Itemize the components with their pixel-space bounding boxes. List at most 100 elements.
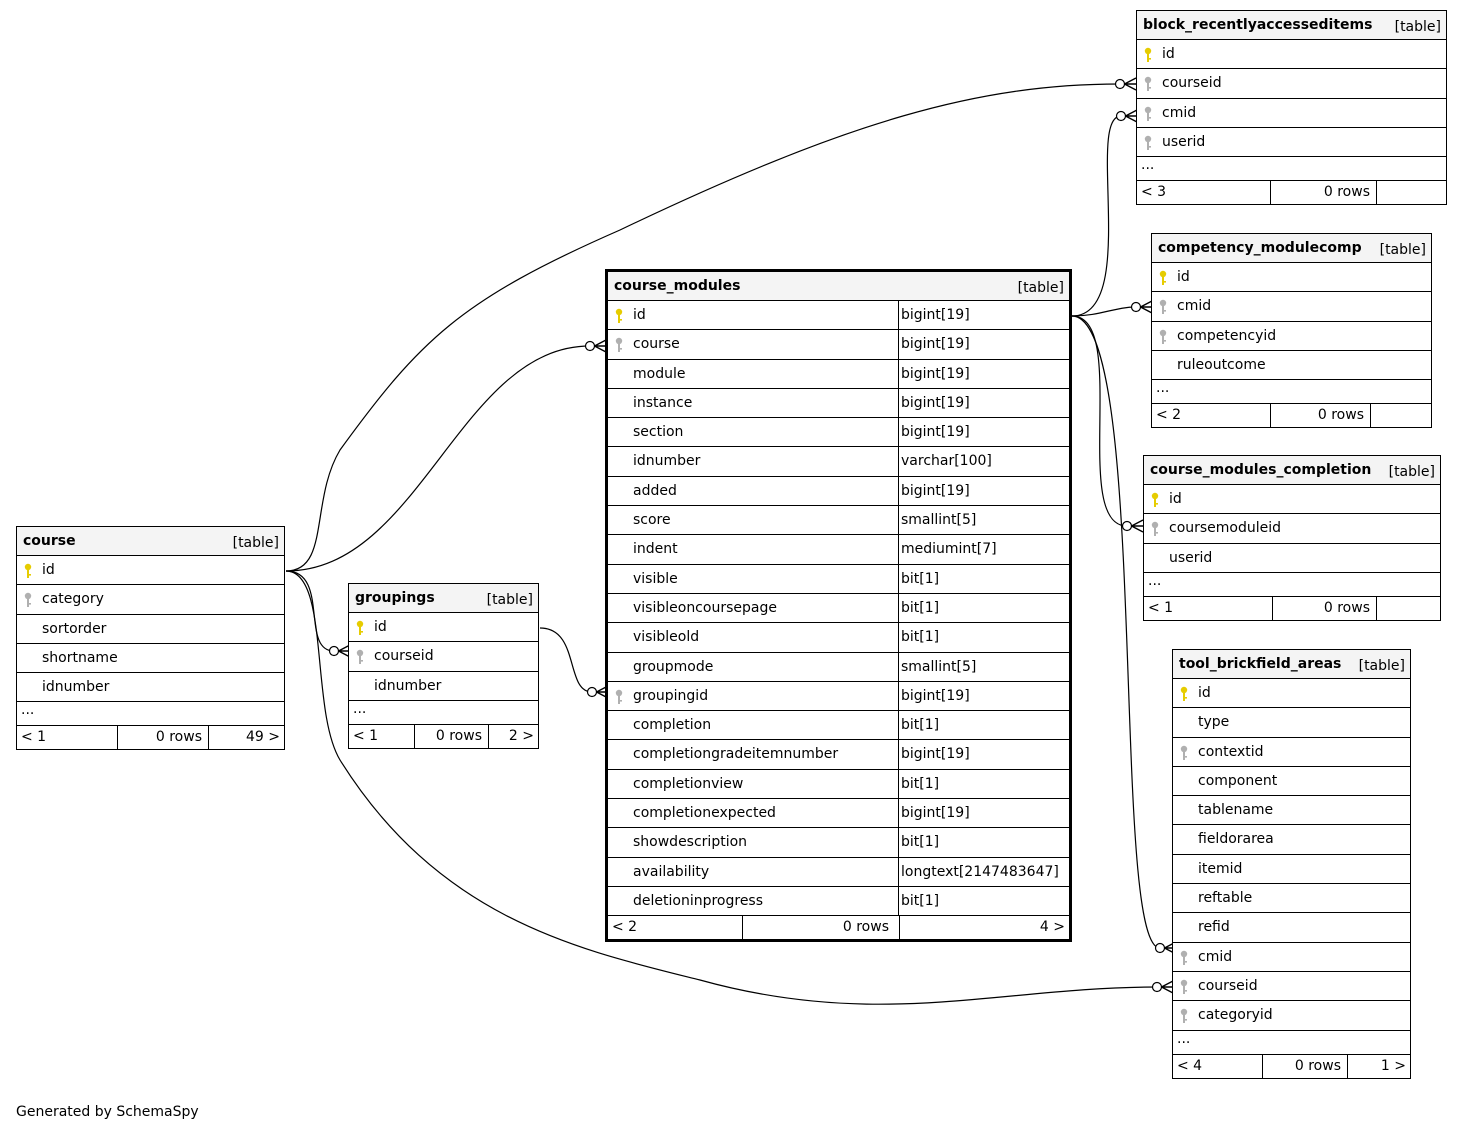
parents-link[interactable]: < 2 [1156,407,1182,424]
primary-key-icon [1151,492,1159,507]
footer-divider [1270,181,1271,205]
column-row[interactable]: cmid [1173,943,1410,972]
parents-link[interactable]: < 1 [21,729,47,746]
foreign-key-icon [1144,135,1152,150]
parents-link[interactable]: < 3 [1141,184,1167,201]
column-divider [898,740,899,770]
column-row[interactable]: component [1173,767,1410,797]
column-row[interactable]: id [1144,485,1440,515]
table-name: course_modules [614,278,741,294]
row-count: 0 rows [1323,599,1370,616]
children-link[interactable]: 2 > [508,727,534,744]
children-link[interactable]: 4 > [1039,919,1065,936]
parents-link[interactable]: < 4 [1177,1057,1203,1074]
parents-link[interactable]: < 2 [612,919,638,936]
column-row[interactable]: courseid [1137,69,1446,99]
column-row[interactable]: category [17,585,284,615]
more-columns: ... [1137,157,1446,182]
relationship-edge [1071,315,1128,527]
column-row[interactable]: userid [1137,128,1446,158]
column-row[interactable]: type [1173,708,1410,738]
table-header[interactable]: course_modules[table] [608,272,1069,301]
column-divider [898,447,899,477]
column-row[interactable]: id [349,613,538,643]
column-row[interactable]: tablename [1173,796,1410,826]
column-row[interactable]: id [1152,263,1431,293]
column-divider [898,593,899,624]
column-row[interactable]: categoryid [1173,1001,1410,1031]
column-row[interactable]: cmid [1152,292,1431,322]
column-row[interactable]: itemid [1173,855,1410,885]
table-header[interactable]: course[table] [17,527,284,556]
column-row[interactable]: cmid [1137,99,1446,128]
footer-divider [1347,1054,1348,1078]
children-link[interactable]: 1 > [1380,1057,1406,1074]
column-row[interactable]: courseid [349,642,538,672]
table-name: block_recentlyaccesseditems [1143,17,1373,33]
column-name: userid [1162,133,1206,150]
column-row[interactable]: shortname [17,644,284,674]
table-header[interactable]: tool_brickfield_areas[table] [1173,650,1410,679]
column-row[interactable]: refid [1173,913,1410,943]
column-divider [898,301,899,331]
column-row[interactable]: sortorder [17,615,284,644]
column-row[interactable]: idnumber [349,672,538,701]
column-row[interactable]: id [1137,40,1446,70]
table-header[interactable]: competency_modulecomp[table] [1152,234,1431,263]
column-row[interactable]: competencyid [1152,322,1431,351]
table-header[interactable]: course_modules_completion[table] [1144,456,1440,485]
column-name: category [42,591,104,608]
column-name: id [1162,46,1175,62]
table-block-recentlyaccesseditems[interactable]: block_recentlyaccesseditems[table]id cour… [1136,10,1447,206]
zero-marker [584,340,596,352]
column-row[interactable]: id [1173,679,1410,709]
column-row[interactable]: contextid [1173,738,1410,767]
column-row[interactable]: ruleoutcome [1152,351,1431,381]
column-row[interactable]: id [17,556,284,586]
column-row[interactable]: courseid [1173,972,1410,1002]
column-divider [898,769,899,800]
table-header[interactable]: groupings[table] [349,584,538,613]
column-row[interactable]: idnumber [17,673,284,703]
column-row[interactable]: fieldorarea [1173,825,1410,855]
column-name: userid [1169,549,1213,566]
table-header[interactable]: block_recentlyaccesseditems[table] [1137,11,1446,40]
column-row[interactable]: userid [1144,544,1440,573]
row-count: 0 rows [435,727,482,744]
relationship-edge [285,345,591,572]
parents-link[interactable]: < 1 [1148,599,1174,616]
column-name: groupingid [633,687,709,704]
column-row[interactable]: reftable [1173,884,1410,914]
column-row[interactable]: coursemoduleid [1144,514,1440,544]
parents-link[interactable]: < 1 [353,727,379,744]
children-link[interactable]: 49 > [246,729,280,746]
